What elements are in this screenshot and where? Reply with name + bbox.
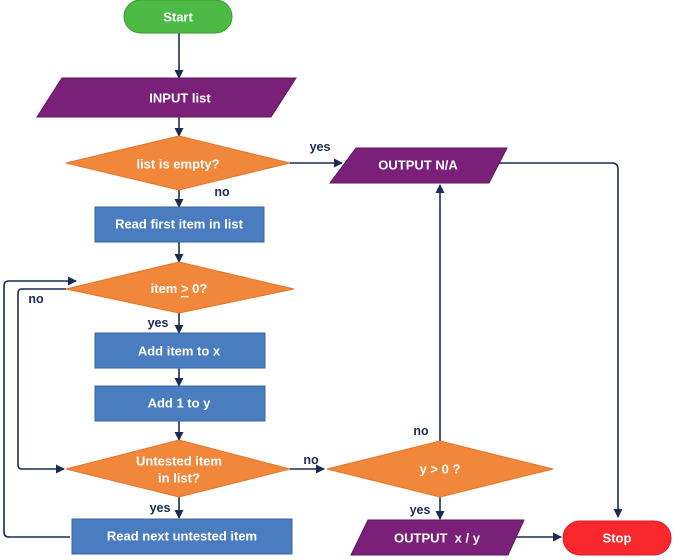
- y-check-decision: y > 0 ?: [326, 440, 554, 498]
- add-item-label: Add item to x: [138, 344, 221, 359]
- item-check-label-post: 0?: [189, 281, 208, 296]
- stop-shape: [562, 520, 672, 556]
- y-check-shape: [326, 440, 554, 498]
- edge-output-na-to-stop: [489, 162, 623, 518]
- list-empty-shape: [65, 135, 291, 191]
- untested-label-line1: Untested item: [136, 454, 222, 469]
- y-check-label: y > 0 ?: [420, 462, 461, 477]
- edge-label-untested-no: no: [303, 453, 319, 467]
- read-first-process: Read first item in list: [94, 206, 265, 243]
- input-list-shape: [36, 77, 297, 118]
- read-first-label: Read first item in list: [115, 217, 244, 232]
- start-shape: [123, 0, 233, 34]
- add-item-shape: [94, 332, 266, 369]
- read-next-shape: [71, 518, 293, 555]
- output-na-shape: [329, 147, 508, 184]
- stop-terminal: Stop: [562, 520, 672, 556]
- connectors: [3, 33, 623, 542]
- item-check-label-pre: item: [151, 281, 181, 296]
- edge-label-y-check-yes: yes: [410, 503, 431, 517]
- output-xy-shape: [350, 519, 525, 556]
- item-check-label-op: >: [181, 281, 189, 296]
- edge-label-item-check-yes: yes: [148, 316, 169, 330]
- edge-read-next-loop-back: [3, 276, 77, 538]
- edge-label-y-check-no: no: [413, 424, 429, 438]
- output-xy-label: OUTPUT x / y: [394, 531, 481, 546]
- start-label: Start: [163, 10, 193, 25]
- read-next-process: Read next untested item: [71, 518, 293, 555]
- untested-shape: [65, 439, 291, 498]
- add-one-process: Add 1 to y: [94, 385, 266, 422]
- edge-label-list-empty-yes: yes: [310, 140, 331, 154]
- item-check-label: item > 0?: [151, 281, 208, 296]
- start-terminal: Start: [123, 0, 233, 34]
- edge-label-item-check-no: no: [28, 292, 44, 306]
- edge-labels: yes no no yes no yes no yes: [28, 140, 430, 517]
- edge-item-check-no-loop: [17, 288, 66, 474]
- input-list-node: INPUT list: [36, 77, 297, 118]
- add-one-shape: [94, 385, 266, 422]
- read-first-shape: [94, 206, 265, 243]
- item-check-decision: item > 0?: [65, 261, 295, 314]
- stop-label: Stop: [603, 531, 632, 546]
- list-empty-label: list is empty?: [136, 157, 219, 172]
- list-empty-decision: list is empty?: [65, 135, 291, 191]
- untested-label-line2: in list?: [158, 471, 200, 486]
- output-na-label: OUTPUT N/A: [378, 158, 458, 173]
- add-item-process: Add item to x: [94, 332, 266, 369]
- output-na-node: OUTPUT N/A: [329, 147, 508, 184]
- untested-decision: Untested item in list?: [65, 439, 291, 498]
- item-check-shape: [65, 261, 295, 314]
- edge-label-untested-yes: yes: [150, 501, 171, 515]
- edge-label-list-empty-no: no: [214, 185, 230, 199]
- add-one-label: Add 1 to y: [148, 396, 212, 411]
- read-next-label: Read next untested item: [107, 529, 257, 544]
- output-xy-node: OUTPUT x / y: [350, 519, 525, 556]
- input-list-label: INPUT list: [149, 91, 211, 106]
